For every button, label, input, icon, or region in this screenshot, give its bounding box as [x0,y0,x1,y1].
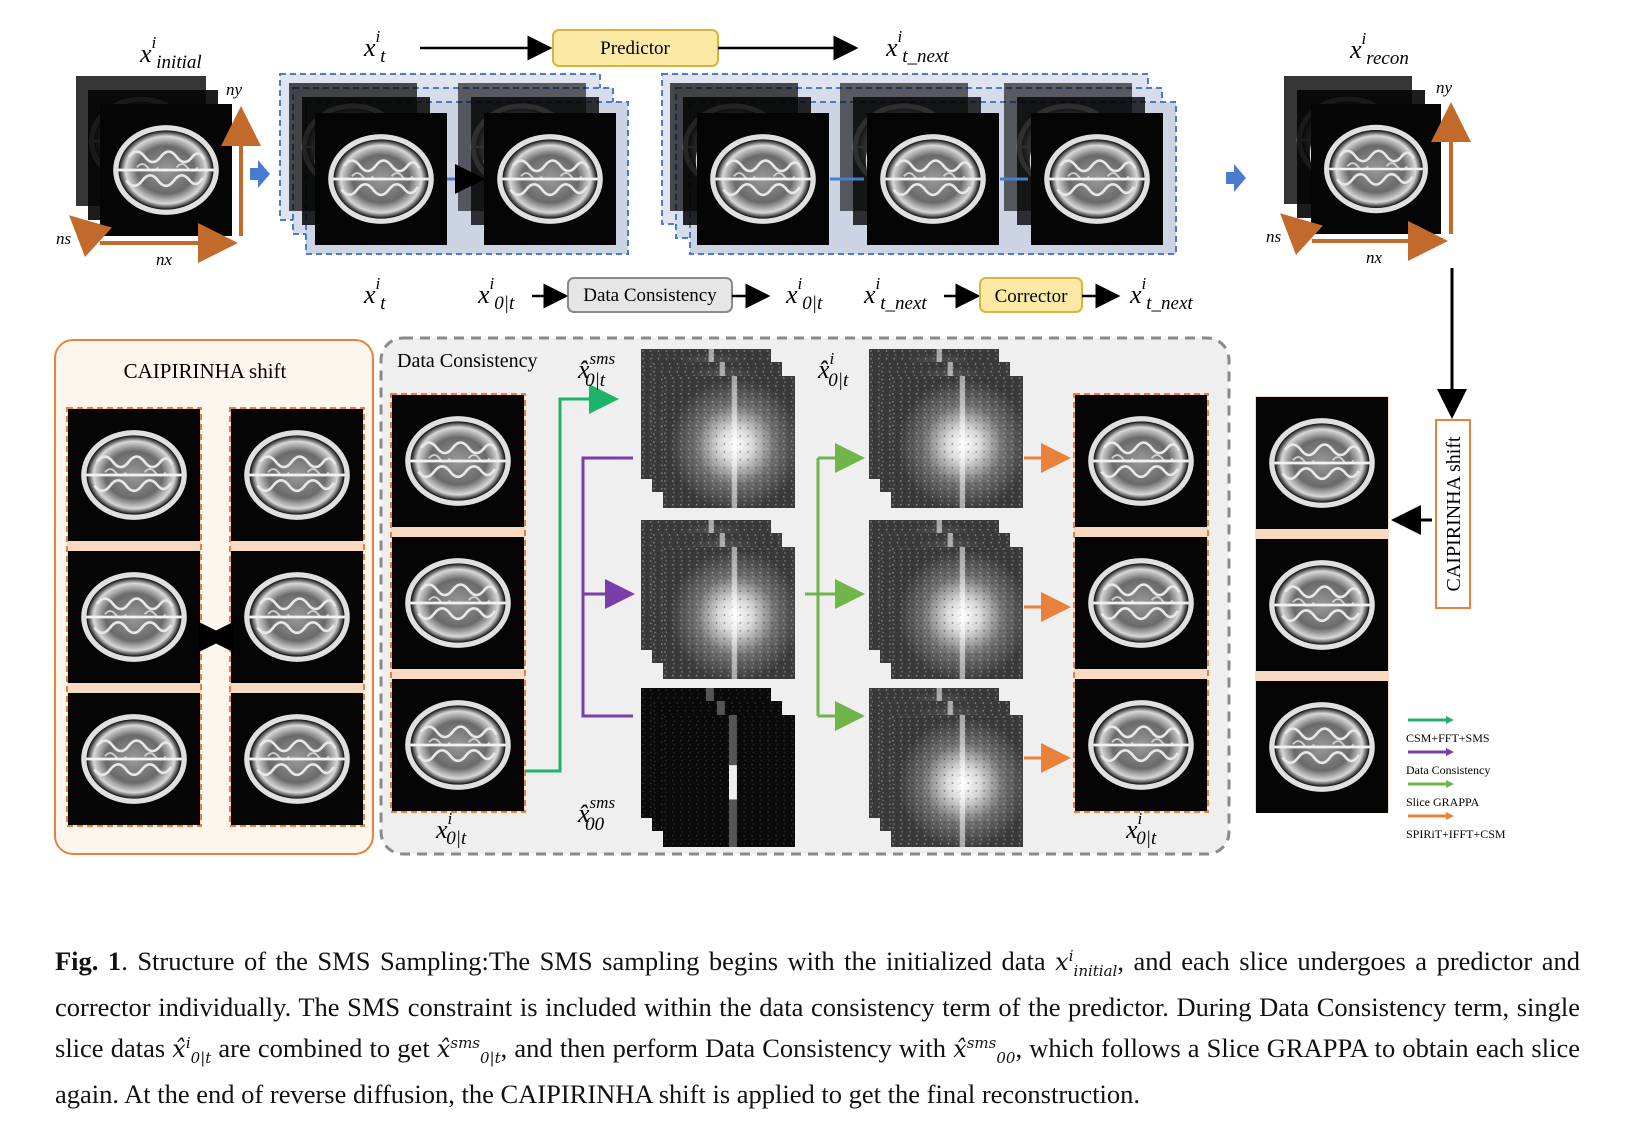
axis-nx-label-recon: nx [1366,248,1383,267]
legend-arrowhead [1446,780,1454,788]
caption-text-1: . Structure of the SMS Sampling:The SMS … [121,946,1056,976]
caipirinha-right-box: CAIPIRINHA shift [1435,419,1471,609]
label-x-initial: xiinitial [139,33,202,73]
recon-image-stack [1284,76,1441,234]
data-consistency-box: Data Consistency [567,277,733,313]
svg-text:Predictor: Predictor [600,38,670,59]
caption-math-xhat-0t: x̂i0|t [172,1033,212,1067]
legend-label: Slice GRAPPA [1406,795,1480,809]
corrector-box: Corrector [979,277,1083,313]
axis-nx-label: nx [156,250,173,269]
flow-arrow-1 [250,160,270,188]
initial-image-stack [76,76,232,236]
caption-math-xhat-sms-0t: x̂sms0|t [436,1033,501,1067]
svg-text:CAIPIRINHA shift: CAIPIRINHA shift [124,359,287,383]
caption-text-5: , which follows a Slice GRAPPA to obtain… [55,1032,1580,1109]
caption-text-4: , and then perform Data Consistency with [500,1032,954,1063]
caption-math-xhat-sms-00: x̂sms00 [953,1033,1016,1067]
sms-sampling-diagram: ny nx ns xiinitial [54,27,1506,856]
label-x-0t-a: xi0|t [477,274,515,314]
axis-ns-label: ns [56,229,72,248]
figure-caption: Fig. 1. Structure of the SMS Sampling:Th… [55,938,1580,1112]
label-x-t-top: xit [363,27,386,67]
axis-ny-label-recon: ny [1436,78,1453,97]
label-x-t-bottom: xit [363,274,386,314]
predictor-stack [279,73,629,255]
svg-text:Corrector: Corrector [995,286,1068,307]
legend-arrowhead [1446,748,1454,756]
svg-text:CAIPIRINHA shift: CAIPIRINHA shift [1443,436,1465,591]
legend-arrowhead [1446,716,1454,724]
recon-slices-column [1255,396,1389,813]
axis-ns-label-recon: ns [1266,227,1282,246]
svg-text:Data Consistency: Data Consistency [397,350,538,372]
axis-ny-label: ny [226,80,243,99]
legend-label: SPIRiT+IFFT+CSM [1406,827,1506,841]
data-consistency-panel: Data Consistency [379,336,1231,856]
svg-text:Data Consistency: Data Consistency [583,285,717,306]
legend-arrowhead [1446,812,1454,820]
label-x-t-next-a: xit_next [863,274,927,314]
corrector-stack [661,73,1177,255]
caption-fig-label: Fig. 1 [55,946,122,976]
label-x-0t-b: xi0|t [785,274,823,314]
flow-arrow-2 [1226,164,1246,192]
caption-text-2: , and each slice undergoes a predictor a… [55,946,1580,1063]
legend-label: Data Consistency [1406,763,1490,777]
predictor-box: Predictor [552,29,719,67]
label-x-t-next-b: xit_next [1129,274,1193,314]
axes-initial [69,106,261,263]
axes-recon [1280,102,1471,261]
caption-math-x-initial: xiinitial [1055,947,1118,980]
caipirinha-left-panel: CAIPIRINHA shift [54,339,374,855]
label-x-recon: xirecon [1349,29,1409,69]
legend-label: CSM+FFT+SMS [1406,731,1490,745]
label-x-t-next-top: xit_next [885,27,949,67]
caption-text-3: are combined to get [211,1032,437,1063]
